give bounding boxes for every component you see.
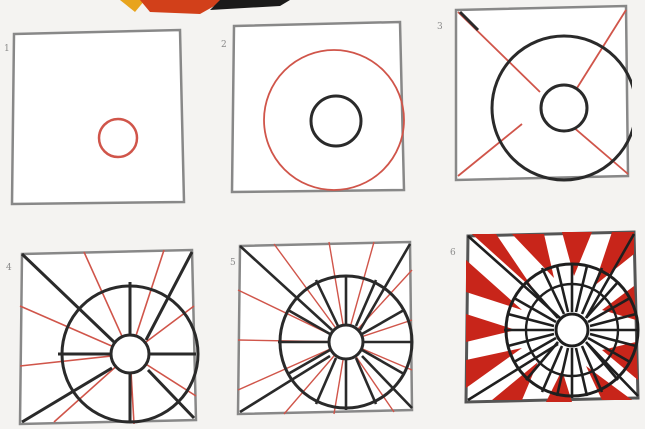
step-1-panel	[8, 26, 188, 210]
step-2-panel	[228, 18, 408, 198]
step-number: 2	[221, 40, 227, 50]
step-5-panel	[234, 240, 418, 420]
step-number: 3	[437, 22, 443, 32]
step-3-panel	[452, 4, 632, 186]
step-6-panel	[462, 230, 642, 406]
step-4-panel	[14, 246, 204, 428]
step-number: 4	[6, 263, 12, 273]
step-number: 6	[450, 248, 456, 258]
